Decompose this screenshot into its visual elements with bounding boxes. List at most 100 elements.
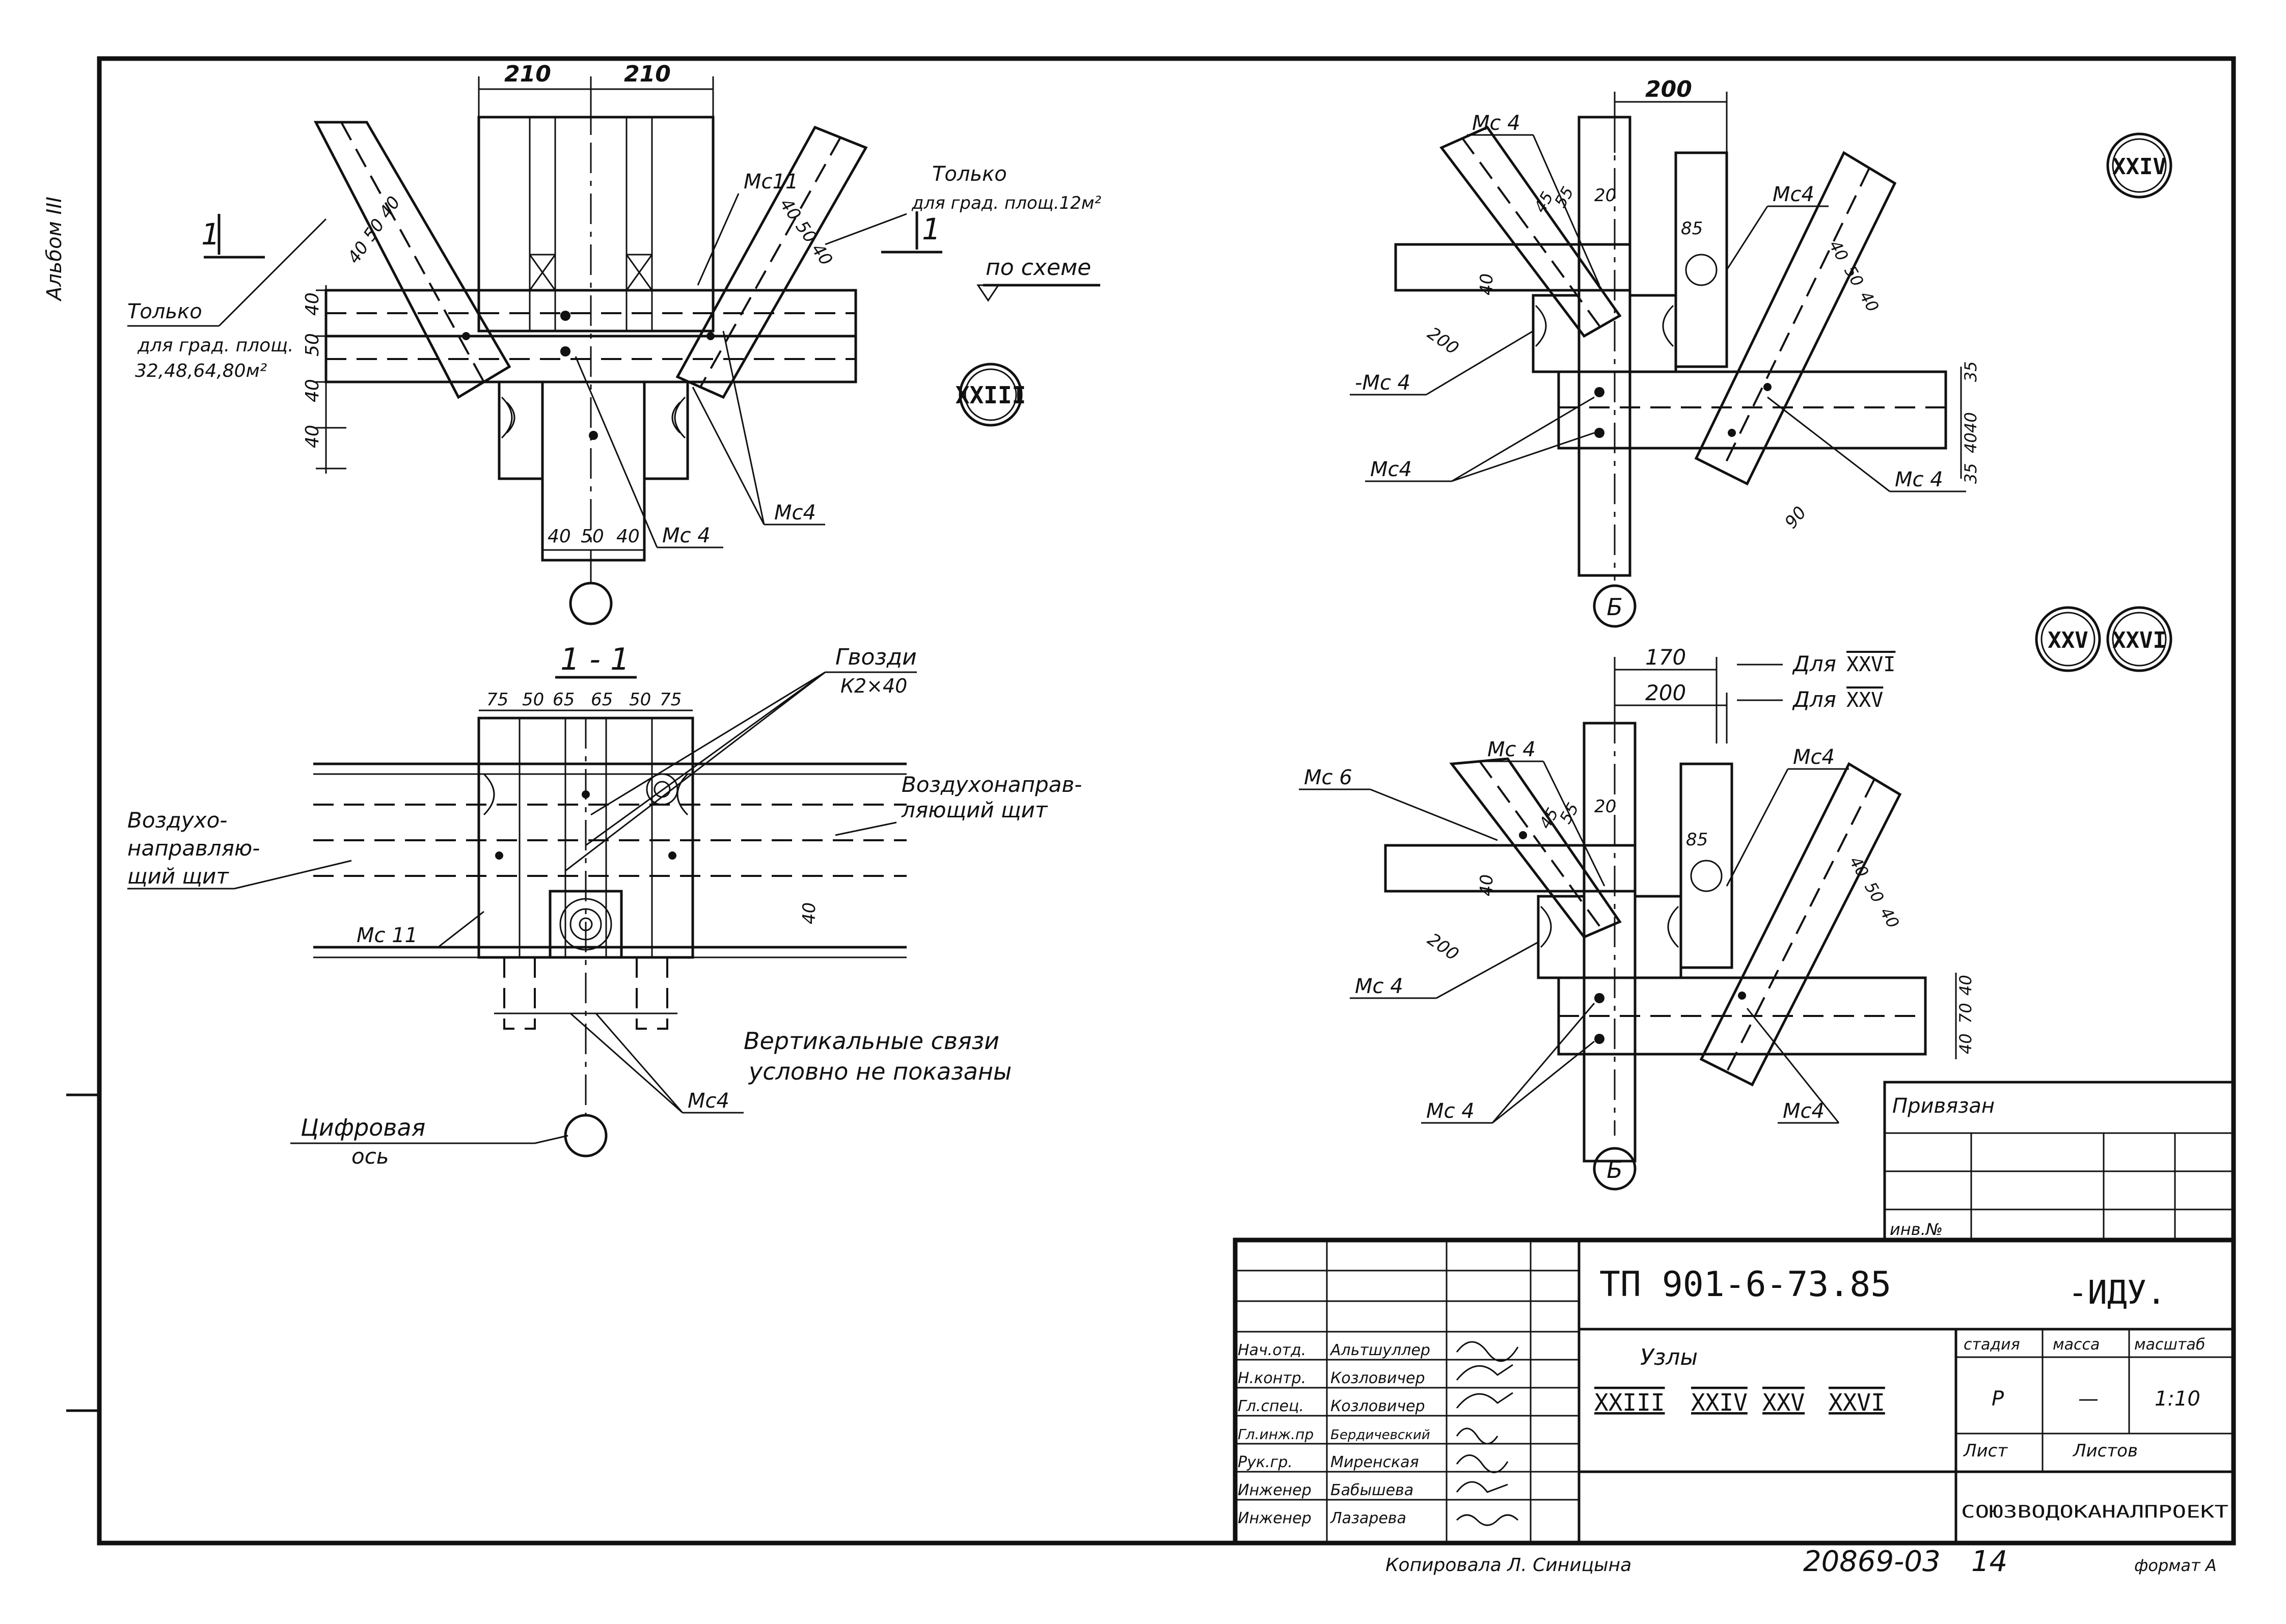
nails-label: Гвозди	[835, 644, 917, 670]
org-name: СОЮЗВОДОКАНАЛПРОЕКТ	[1961, 1502, 2228, 1522]
for-xxvi-id: XXVI	[1846, 653, 1895, 676]
for-xxv-id: XXV	[1846, 689, 1883, 712]
n24-dim-20: 20	[1594, 185, 1616, 206]
n25-dim-170: 170	[1645, 645, 1686, 670]
role-7: Инженер	[1238, 1509, 1312, 1527]
archive-number: 20869-03	[1803, 1545, 1941, 1578]
stage-value: Р	[1992, 1387, 2004, 1411]
s-dim-2: 50	[522, 690, 544, 710]
node-xxv-xxvi: 170 200 Для XXVI Для XXV 20 85 45	[1299, 606, 2172, 1191]
s-dim-1: 75	[486, 690, 508, 710]
only-left-title: Только	[127, 300, 202, 323]
n25-dim-40: 40	[1477, 874, 1497, 896]
node-id-xxvi: XXVI	[2112, 627, 2166, 653]
n25-mc4-5: Мс4	[1783, 1099, 1825, 1123]
role-4: Гл.инж.пр	[1238, 1426, 1314, 1443]
scale-header: масштаб	[2134, 1336, 2205, 1354]
n24-mc4-4: Мс4	[1370, 458, 1412, 481]
dim-left-1: 40	[302, 292, 323, 316]
nails-size: К2×40	[840, 675, 907, 697]
dim-left-2: 50	[302, 333, 323, 356]
n25-mc4-2: Мс4	[1793, 746, 1835, 769]
note-line-1: Вертикальные связи	[744, 1027, 999, 1055]
dim-bottom-2: 50	[581, 526, 604, 547]
for-xxv-prefix: Для	[1792, 687, 1836, 712]
n24-dim-90: 90	[1781, 503, 1810, 533]
inv-label: инв.№	[1890, 1220, 1943, 1239]
role-2: Н.контр.	[1238, 1369, 1306, 1387]
dim-brace-left: 40 50 40	[344, 192, 405, 267]
signatures	[1456, 1341, 1519, 1526]
air-right-1: Воздухонаправ-	[902, 772, 1082, 797]
dim-top-right: 210	[624, 61, 671, 87]
section-mark-right: 1	[922, 212, 941, 246]
s-dim-5: 50	[629, 690, 651, 710]
axis-label-1: Цифровая	[301, 1114, 425, 1141]
mass-value: —	[2078, 1387, 2099, 1411]
section-title: 1 - 1	[560, 642, 630, 677]
node-id-xxv: XXV	[2048, 627, 2088, 653]
dim-brace-right: 40 50 40	[776, 195, 837, 269]
n25-dim-r2: 70	[1956, 1003, 1975, 1024]
n24-mc4-2: Мс4	[1773, 183, 1814, 206]
s-dim-6: 75	[660, 690, 682, 710]
s-dim-4: 65	[591, 690, 613, 710]
sheet-name: Узлы	[1640, 1344, 1698, 1370]
n24-dim-200: 200	[1424, 323, 1462, 359]
name-2: Козловичер	[1330, 1369, 1425, 1387]
section-mark-left: 1	[201, 217, 220, 252]
tb-node-xxv: XXV	[1762, 1389, 1805, 1416]
only-right-line2: для град. площ.12м²	[911, 193, 1101, 213]
n24-dim-br1: 40	[1825, 237, 1852, 264]
air-left-3: щий щит	[127, 864, 229, 889]
copied-by: Копировала Л. Синицына	[1385, 1555, 1631, 1576]
role-5: Рук.гр.	[1238, 1453, 1293, 1471]
only-left-line3: 32,48,64,80м²	[135, 361, 267, 381]
n25-dim-br2: 50	[1861, 878, 1888, 906]
n24-dim-40: 40	[1477, 273, 1497, 295]
name-5: Миренская	[1330, 1453, 1419, 1471]
tb-node-xxiii: XXIII	[1594, 1389, 1665, 1416]
n25-dim-r1: 40	[1956, 975, 1975, 996]
album-side-label: Альбом III	[43, 197, 66, 302]
n24-mc4-5: Мс 4	[1895, 468, 1943, 491]
name-7: Лазарева	[1330, 1509, 1406, 1527]
n24-dim-r2: 40	[1961, 412, 1980, 433]
dim-left-4: 40	[302, 425, 323, 448]
tb-node-xxiv: XXIV	[1691, 1389, 1748, 1416]
n24-dim-r1: 35	[1961, 361, 1980, 382]
for-xxvi-prefix: Для	[1792, 651, 1836, 676]
node-xxiii: 210 210	[127, 61, 1101, 625]
sheet-label: Лист	[1963, 1441, 2008, 1461]
node-xxiv: 200 20 85 45 55 40 200 40 50 40	[1350, 76, 2172, 628]
doc-code: ТП 901-6-73.85	[1599, 1264, 1891, 1305]
dim-left-3: 40	[302, 379, 323, 402]
sheet-number: 14	[1971, 1545, 2007, 1578]
name-3: Козловичер	[1330, 1397, 1425, 1415]
bound-label: Привязан	[1892, 1094, 1995, 1118]
n24-axis-letter: Б	[1607, 593, 1623, 621]
dim-top-left: 210	[504, 61, 551, 87]
role-6: Инженер	[1238, 1481, 1312, 1499]
footer: Копировала Л. Синицына 20869-03 14 форма…	[1385, 1545, 2217, 1578]
name-6: Бабышева	[1330, 1481, 1413, 1499]
stage-header: стадия	[1964, 1336, 2020, 1354]
n25-mc4-3: Мс 4	[1355, 975, 1403, 998]
s-dim-3: 65	[553, 690, 575, 710]
dim-bottom-3: 40	[616, 526, 640, 547]
n25-dim-20: 20	[1594, 796, 1616, 817]
n24-dim-r3: 40	[1961, 432, 1980, 453]
axis-label-2: ось	[351, 1144, 389, 1169]
n25-dim-200: 200	[1645, 680, 1686, 705]
sheets-label: Листов	[2072, 1441, 2138, 1461]
only-right-title: Только	[932, 162, 1007, 186]
note-line-2: условно не показаны	[748, 1058, 1012, 1085]
mc11-label: Мс11	[744, 170, 798, 194]
n25-dim-85: 85	[1686, 830, 1708, 850]
n24-mc4-1: Мс 4	[1472, 112, 1520, 135]
mc4-label-b: Мс4	[774, 501, 816, 525]
n25-mc6: Мс 6	[1304, 766, 1352, 789]
title-block: Привязан инв.№ ТП 901-6-73.85 -ИДУ. Узлы…	[1233, 1081, 2236, 1546]
mc4-label-a: Мс 4	[662, 524, 711, 547]
